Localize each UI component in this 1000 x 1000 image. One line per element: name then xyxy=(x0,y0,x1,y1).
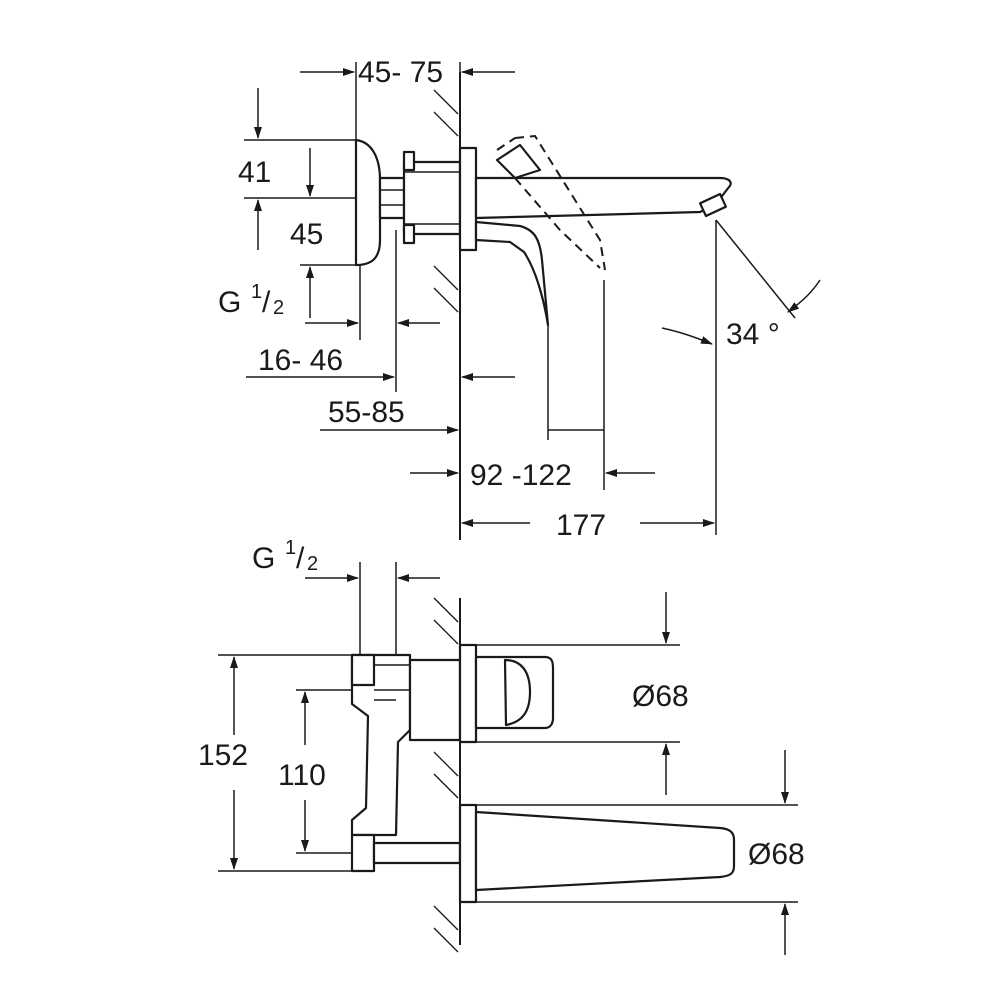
wall-hatch-line xyxy=(433,927,459,953)
side-wall xyxy=(433,72,461,540)
thread-slash: / xyxy=(296,542,305,575)
side-lever-alternate-position xyxy=(496,134,606,271)
dim-height-inner: 110 xyxy=(278,759,326,792)
dim-thread-front: G 1 / 2 xyxy=(252,537,318,575)
thread-prefix: G xyxy=(218,286,241,319)
front-extension-lines xyxy=(218,562,798,903)
thread-num: 1 xyxy=(285,537,296,559)
wall-hatch-line xyxy=(433,111,459,137)
front-dimension-labels: G 1 / 2 152 110 Ø68 Ø68 xyxy=(198,537,805,871)
wall-hatch-line xyxy=(433,265,459,291)
wall-hatch-line xyxy=(433,597,459,623)
dim-depth-16-46: 16- 46 xyxy=(258,344,343,377)
front-lower-rosette xyxy=(458,803,736,904)
dim-angle: 34 ° xyxy=(726,318,780,351)
dim-height-lower: 45 xyxy=(290,218,323,251)
dim-rosette-dia-upper: Ø68 xyxy=(632,680,689,713)
side-extension-lines xyxy=(244,62,796,535)
thread-den: 2 xyxy=(307,553,318,575)
wall-hatch-line xyxy=(433,773,459,799)
front-dimension-lines xyxy=(230,574,789,955)
dim-height-total: 152 xyxy=(198,739,248,772)
side-mixer-body xyxy=(354,138,732,327)
wall-hatch-line xyxy=(433,905,459,931)
dim-thread-side: G 1 / 2 xyxy=(218,281,284,319)
side-view: 45- 75 41 45 G 1 / 2 16- 46 55-85 92 -12… xyxy=(218,56,821,542)
front-wall xyxy=(433,597,461,953)
front-view: G 1 / 2 152 110 Ø68 Ø68 xyxy=(198,537,805,955)
thread-num: 1 xyxy=(251,281,262,303)
wall-hatch-line xyxy=(433,751,459,777)
thread-den: 2 xyxy=(273,297,284,319)
thread-slash: / xyxy=(262,286,271,319)
dim-depth-55-85: 55-85 xyxy=(328,396,405,429)
side-dimension-labels: 45- 75 41 45 G 1 / 2 16- 46 55-85 92 -12… xyxy=(218,56,780,542)
wall-hatch-line xyxy=(433,89,459,115)
dim-spout-range: 92 -122 xyxy=(470,459,572,492)
wall-hatch-line xyxy=(433,287,459,313)
dim-height-upper: 41 xyxy=(238,156,271,189)
dim-wall-depth-range: 45- 75 xyxy=(358,56,443,89)
thread-prefix: G xyxy=(252,542,275,575)
side-dimension-lines xyxy=(246,68,821,527)
wall-hatch-line xyxy=(433,619,459,645)
dim-rosette-dia-lower: Ø68 xyxy=(748,838,805,871)
front-concealed-body xyxy=(350,653,462,873)
dim-projection: 177 xyxy=(556,509,606,542)
front-upper-rosette xyxy=(408,643,555,744)
